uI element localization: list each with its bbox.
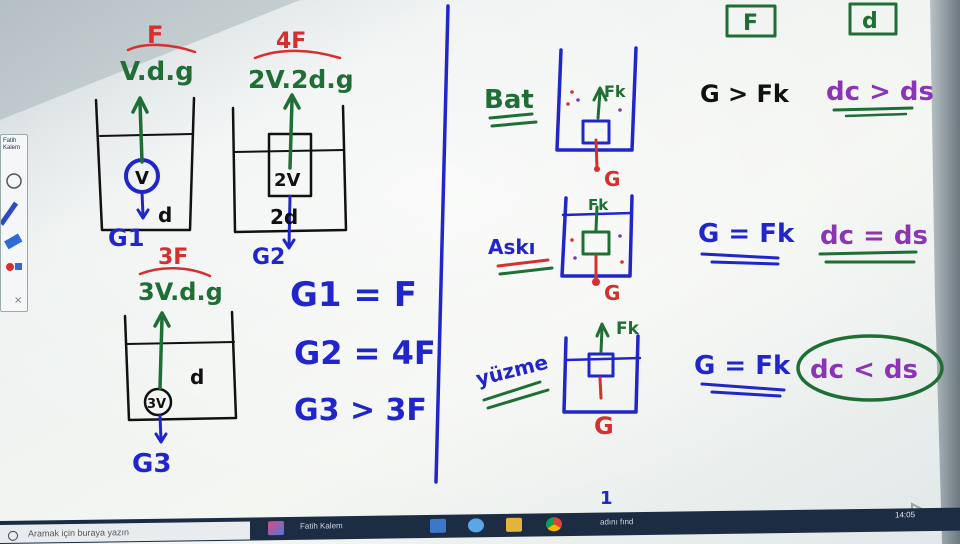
experiment-box-1 [94,43,197,232]
header-d: d [862,9,878,34]
experiment-box-3 [123,266,238,444]
box2-formula: 2V.2d.g [248,65,354,94]
box3-formula: 3V.d.g [138,278,223,306]
object-suspended [581,230,611,256]
box2-liquid-label: 2d [270,205,298,229]
object-3v [143,387,173,417]
toolbox-title: Fatih Kalem [3,138,21,151]
left-panel [94,43,348,444]
row2-state: Askı [488,235,536,259]
box2-object-label: 2V [274,170,301,191]
weight-arrow [287,194,292,248]
box1-force-label: F [147,21,163,49]
box3-object-label: 3V [147,397,166,412]
buoyancy-arrow [288,98,294,170]
close-icon: × [14,295,22,306]
divider-line [434,4,450,484]
toolbox-tools: × [1,173,23,306]
row1-state: Bat [484,85,534,115]
result-3: G3 > 3F [294,393,427,428]
box2-force-label: 4F [276,29,306,54]
result-2: G2 = 4F [294,334,436,372]
hand-icon [6,173,22,189]
search-placeholder: Aramak için buraya yazın [28,527,130,539]
file-explorer-icon[interactable] [430,518,446,533]
row2-density-relation: dc = ds [820,221,928,251]
taskbar-search-input[interactable]: Aramak için buraya yazın [0,521,250,543]
shapes-icon [6,263,22,271]
browser-icon[interactable] [468,518,484,533]
row2-weight-label: G [604,281,620,305]
row1-weight-label: G [604,167,620,191]
header-box-f [725,4,777,38]
folder-icon[interactable] [506,517,522,532]
search-icon [8,530,18,541]
box2-weight-label: G2 [252,245,285,270]
row3-weight-label: G [594,412,614,440]
header-f: F [743,11,758,36]
buoyancy-arrow [158,316,164,390]
box1-liquid-label: d [158,203,172,227]
box1-formula: V.d.g [120,57,194,87]
object-floating [587,352,615,378]
header-box-d [848,2,898,36]
experiment-box-2 [231,49,348,250]
row2-force-label: Fk [588,196,609,214]
box1-object-label: V [135,168,149,189]
row1-force-relation: G > Fk [700,80,790,108]
row3-density-relation: dc < ds [810,355,918,385]
row3-force-relation: G = Fk [694,351,791,381]
pen-toolbox[interactable]: Fatih Kalem × [0,134,28,312]
taskbar-app-fatih-kalem[interactable]: Fatih Kalem [300,521,343,531]
pen-icon [1,201,19,226]
row1-force-label: Fk [604,82,626,101]
row2-force-relation: G = Fk [698,219,795,249]
taskbar-app-2[interactable]: adını fınd [600,517,634,527]
row1-density-relation: dc > ds [826,77,934,107]
highlight-oval [796,334,944,402]
weight-arrow [140,190,145,218]
taskbar-clock: 14:05 [895,510,916,520]
result-1: G1 = F [290,275,417,315]
chrome-icon[interactable] [546,517,562,532]
buoyancy-arrow [138,100,144,164]
screen-bezel [930,0,960,544]
weight-arrow [158,414,163,442]
box3-liquid-label: d [190,365,204,389]
box1-weight-label: G1 [108,224,144,252]
bottom-mark: 1 [600,488,613,509]
svg-text:×: × [14,295,22,306]
right-panel [482,2,944,414]
eraser-icon [4,233,23,250]
box3-force-label: 3F [158,245,188,270]
box3-weight-label: G3 [132,449,171,479]
app-icon[interactable] [268,521,284,536]
row3-force-label: Fk [616,319,640,339]
